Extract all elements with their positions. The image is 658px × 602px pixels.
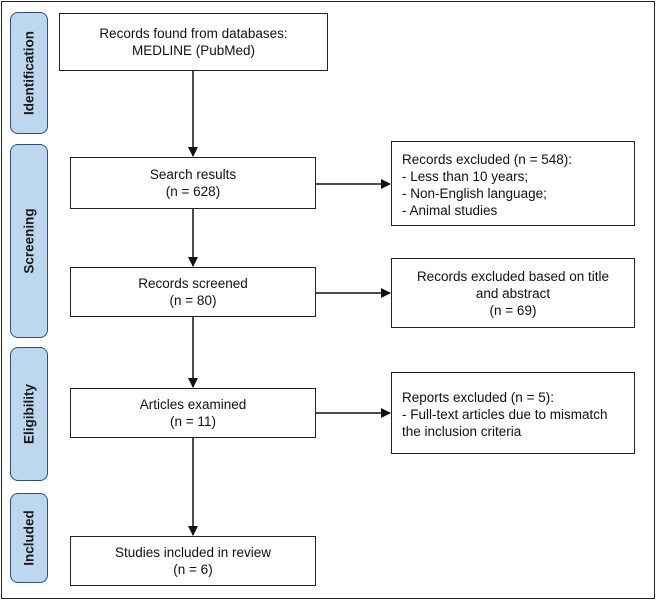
phase-included: Included (10, 493, 48, 583)
box-search-results-line-2: (n = 628) (165, 184, 221, 199)
phase-eligibility: Eligibility (10, 347, 48, 481)
box-articles-examined-line-2: (n = 11) (170, 414, 216, 429)
box-records-screened-line-2: (n = 80) (169, 293, 217, 308)
box-excluded-548-line-2: - Less than 10 years; (402, 169, 529, 184)
box-studies-included-line-2: (n = 6) (173, 562, 213, 577)
box-excluded-title-abstract-line-1: Records excluded based on title (416, 268, 610, 284)
phase-screening: Screening (10, 144, 48, 338)
box-search-results: Search results (n = 628) (70, 157, 316, 209)
box-excluded-title-abstract: Records excluded based on title and abst… (391, 258, 635, 328)
box-articles-examined: Articles examined (n = 11) (70, 388, 316, 438)
box-studies-included-line-1: Studies included in review (114, 545, 272, 560)
box-search-results-line-1: Search results (149, 167, 237, 182)
box-records-found: Records found from databases: MEDLINE (P… (59, 13, 328, 71)
phase-identification: Identification (10, 12, 48, 134)
box-records-screened-line-1: Records screened (138, 276, 248, 291)
box-reports-excluded-line-2: - Full-text articles due to mismatch (402, 407, 608, 422)
box-excluded-548-line-1: Records excluded (n = 548): (402, 152, 572, 167)
box-reports-excluded-line-1: Reports excluded (n = 5): (402, 390, 554, 405)
box-excluded-title-abstract-line-2: and abstract (475, 285, 551, 301)
box-excluded-548-line-3: - Non-English language; (402, 186, 547, 201)
box-excluded-548: Records excluded (n = 548): - Less than … (391, 141, 635, 226)
box-reports-excluded-line-3: the inclusion criteria (402, 424, 522, 439)
box-records-found-line-1: Records found from databases: (99, 26, 288, 41)
box-records-found-line-2: MEDLINE (PubMed) (131, 43, 256, 58)
box-records-screened: Records screened (n = 80) (70, 267, 316, 317)
box-reports-excluded: Reports excluded (n = 5): - Full-text ar… (391, 372, 635, 454)
box-excluded-title-abstract-line-3: (n = 69) (489, 302, 537, 318)
box-studies-included: Studies included in review (n = 6) (70, 536, 316, 586)
box-articles-examined-line-1: Articles examined (139, 397, 247, 412)
box-excluded-548-line-4: - Animal studies (402, 203, 498, 218)
